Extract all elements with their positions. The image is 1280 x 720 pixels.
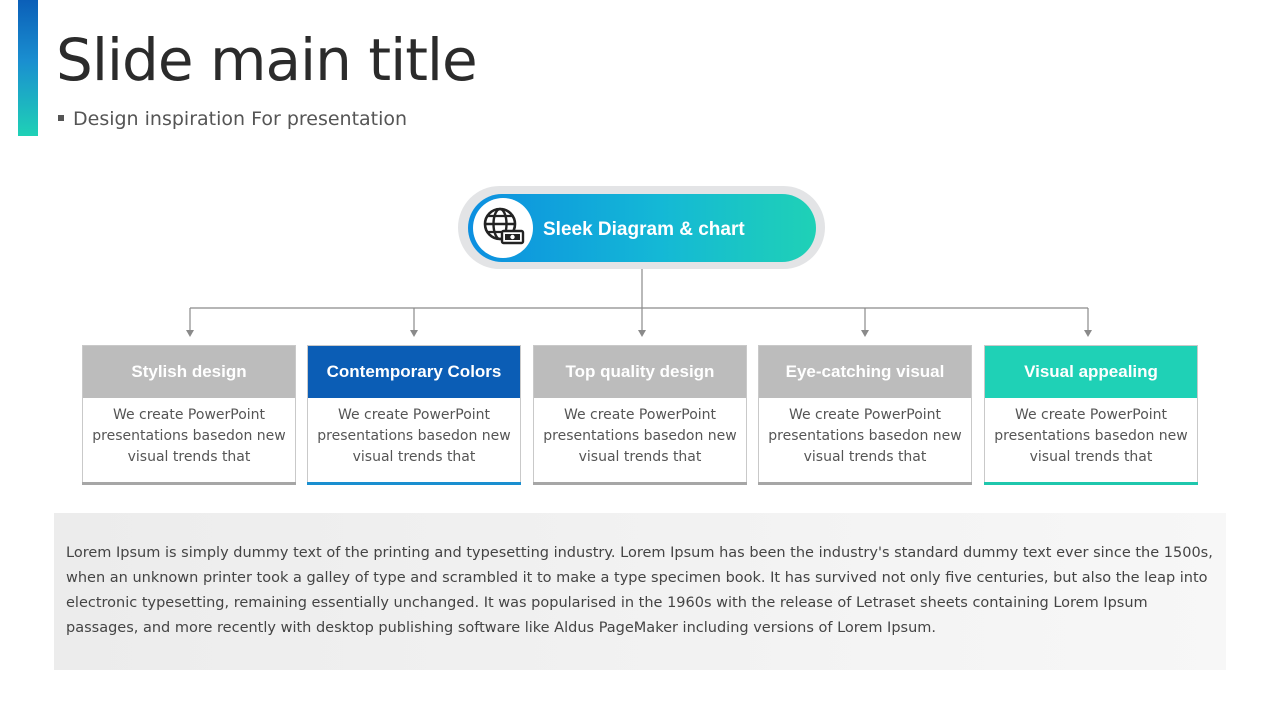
card-title: Top quality design [534, 346, 746, 398]
card-bottom-accent [533, 482, 747, 485]
text-panel: Lorem Ipsum is simply dummy text of the … [54, 513, 1226, 670]
accent-bar [18, 0, 38, 136]
card-title: Eye-catching visual [759, 346, 971, 398]
card-body: We create PowerPoint presentations based… [768, 407, 962, 465]
card-title: Stylish design [83, 346, 295, 398]
card-top-quality-design: Top quality design We create PowerPoint … [533, 345, 747, 485]
hub-icon-circle [473, 198, 533, 258]
card-visual-appealing: Visual appealing We create PowerPoint pr… [984, 345, 1198, 485]
card-body: We create PowerPoint presentations based… [317, 407, 511, 465]
card-bottom-accent [984, 482, 1198, 485]
hub-label: Sleek Diagram & chart [543, 219, 745, 240]
arrow-1 [186, 330, 194, 337]
card-body: We create PowerPoint presentations based… [994, 407, 1188, 465]
card-body: We create PowerPoint presentations based… [543, 407, 737, 465]
card-contemporary-colors: Contemporary Colors We create PowerPoint… [307, 345, 521, 485]
card-bottom-accent [758, 482, 972, 485]
card-title: Visual appealing [985, 346, 1197, 398]
arrow-3 [638, 330, 646, 337]
card-stylish-design: Stylish design We create PowerPoint pres… [82, 345, 296, 485]
arrow-5 [1084, 330, 1092, 337]
globe-money-icon [483, 207, 525, 245]
card-bottom-accent [307, 482, 521, 485]
card-eye-catching-visual: Eye-catching visual We create PowerPoint… [758, 345, 972, 485]
body-paragraph: Lorem Ipsum is simply dummy text of the … [66, 545, 1213, 636]
arrow-2 [410, 330, 418, 337]
arrow-4 [861, 330, 869, 337]
card-title: Contemporary Colors [308, 346, 520, 398]
slide-subtitle: Design inspiration For presentation [58, 108, 407, 130]
card-bottom-accent [82, 482, 296, 485]
slide-title: Slide main title [56, 26, 478, 94]
card-body: We create PowerPoint presentations based… [92, 407, 286, 465]
subtitle-text: Design inspiration For presentation [73, 108, 408, 130]
bullet-icon [58, 115, 64, 121]
